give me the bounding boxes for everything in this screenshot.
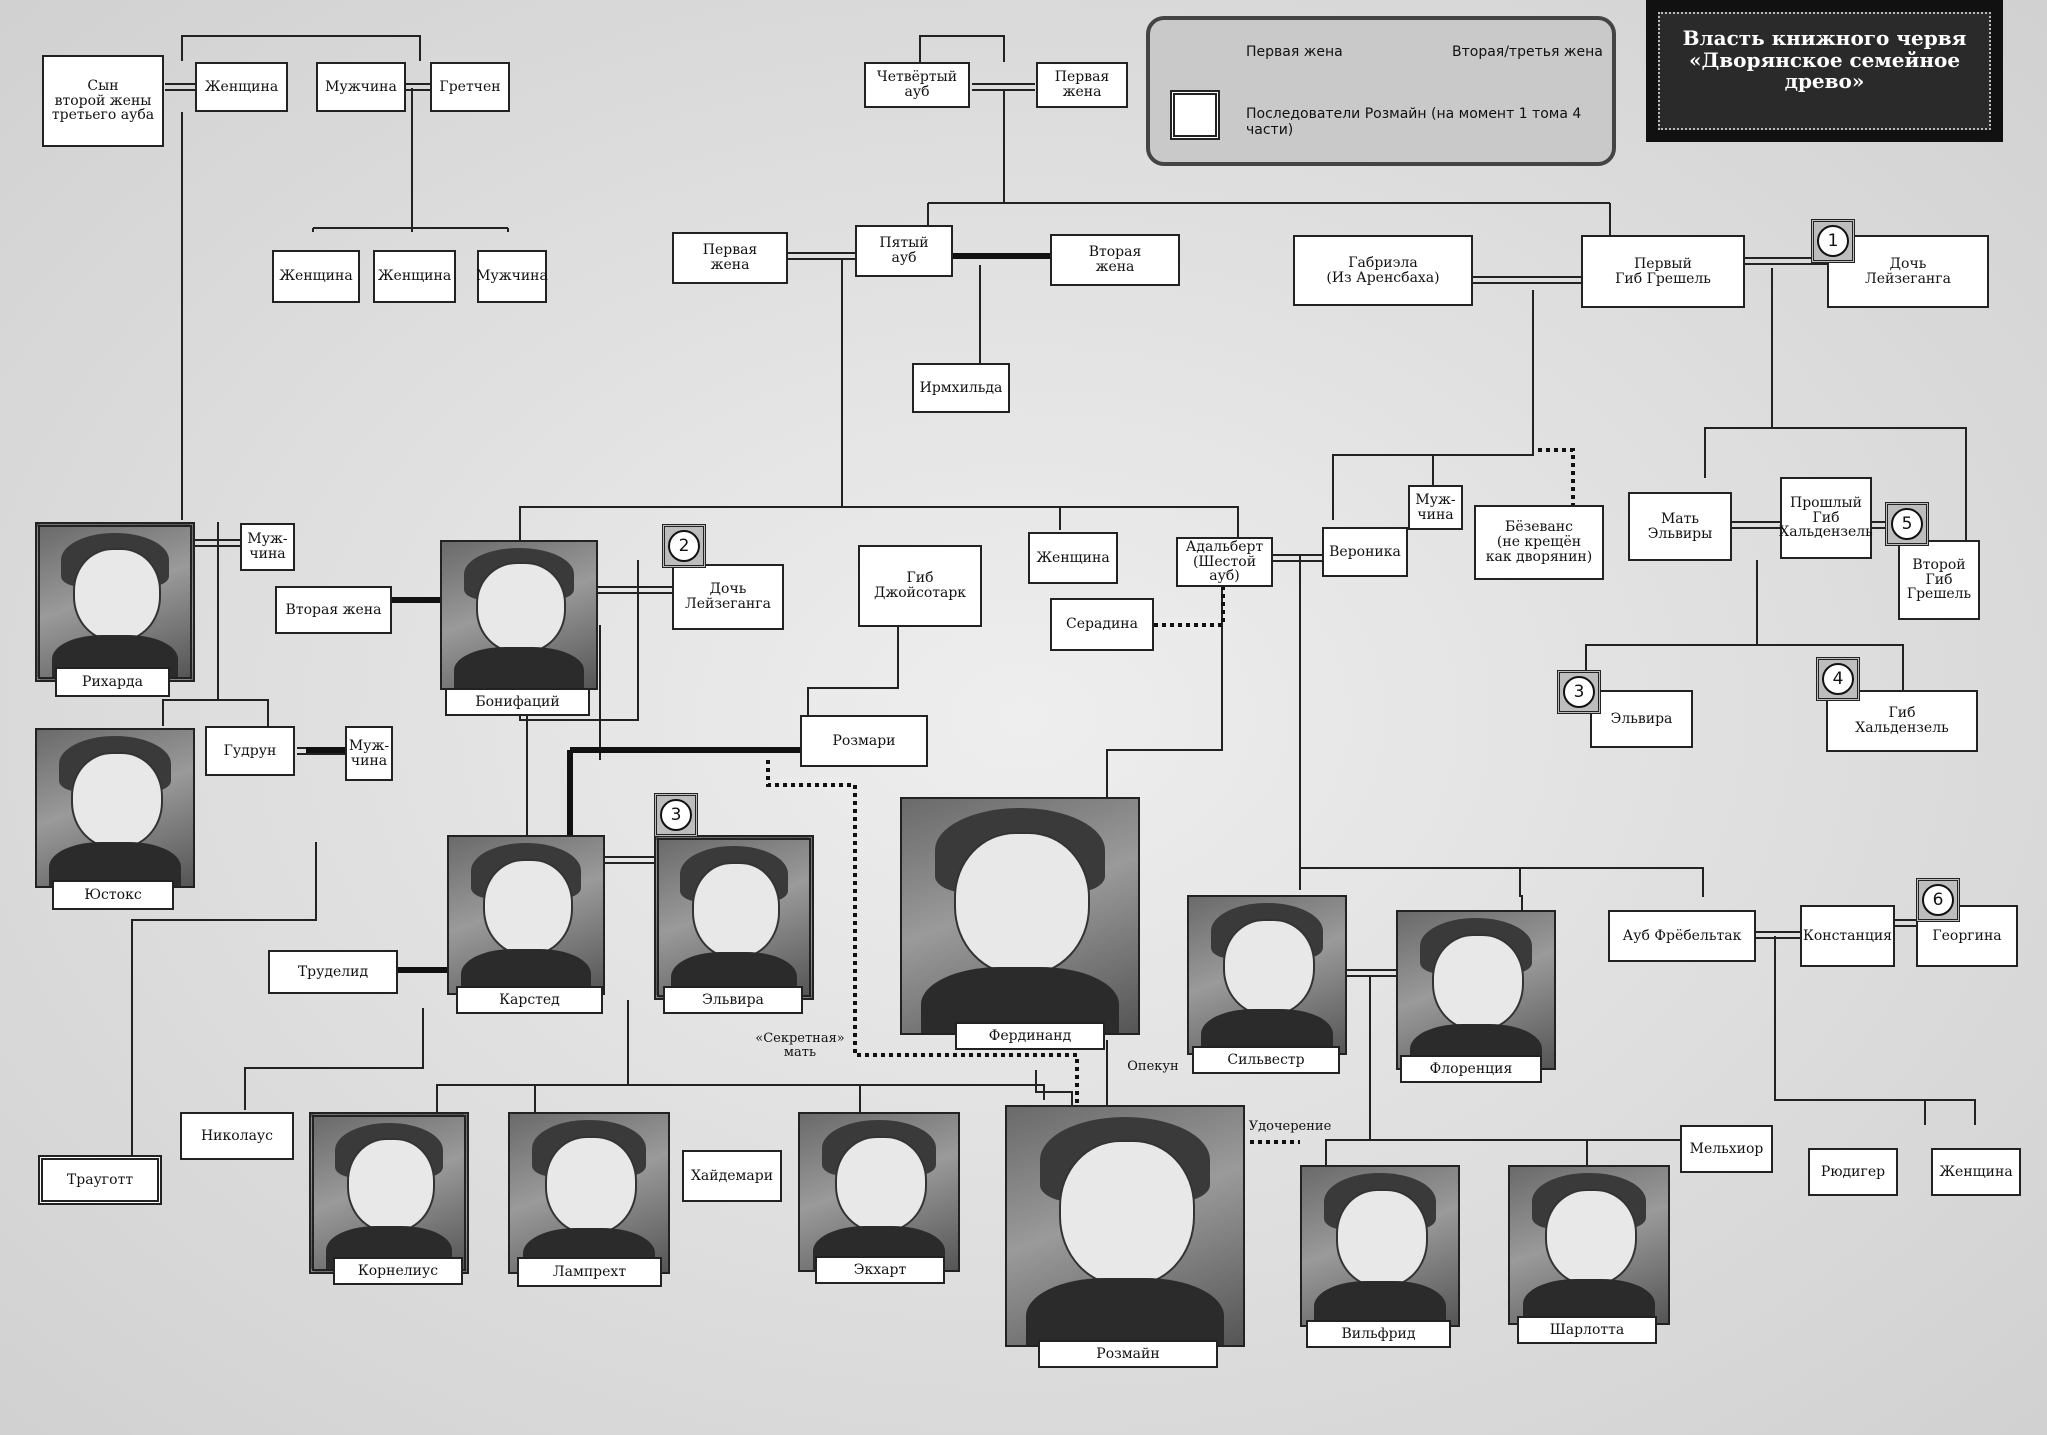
- person-elvira-mother: Мать Эльвиры: [1628, 492, 1732, 561]
- person-seradina: Серадина: [1050, 598, 1154, 651]
- caption-sylvester: Сильвестр: [1192, 1046, 1340, 1074]
- portrait-cornelius: [309, 1112, 469, 1274]
- portrait-wilfried: [1300, 1165, 1460, 1327]
- person-gudrun: Гудрун: [205, 726, 295, 776]
- person-constanze: Констанция: [1800, 905, 1895, 967]
- person-fifth-aub: Пятый ауб: [855, 225, 953, 277]
- person-woman-top1: Женщина: [195, 62, 288, 112]
- caption-richarda: Рихарда: [55, 667, 170, 697]
- person-melchior: Мельхиор: [1680, 1125, 1773, 1173]
- person-man-mid: Муж- чина: [1408, 485, 1463, 530]
- legend-followers: Последователи Розмайн (на момент 1 тома …: [1246, 106, 1582, 138]
- follower-number-icon: 3: [654, 793, 698, 837]
- portrait-karstedt: [447, 835, 605, 995]
- follower-number-icon: 3: [1557, 670, 1601, 714]
- person-nikolaus: Николаус: [180, 1112, 294, 1160]
- page-title: Власть книжного червя «Дворянское семейн…: [1682, 26, 1967, 94]
- person-woman-g1: Женщина: [272, 250, 360, 303]
- portrait-florencia: [1396, 910, 1556, 1070]
- caption-florencia: Флоренция: [1400, 1055, 1542, 1083]
- caption-eckhart: Экхарт: [815, 1256, 945, 1284]
- person-traugott: Трауготт: [38, 1155, 162, 1205]
- person-leisegang-daughter-2: Дочь Лейзеганга: [672, 564, 784, 630]
- person-man-rich: Муж- чина: [240, 523, 295, 571]
- person-heidemarie: Хайдемари: [682, 1150, 782, 1202]
- portrait-richarda: [35, 522, 195, 682]
- caption-lamprecht: Лампрехт: [517, 1257, 662, 1287]
- title-panel: Власть книжного червя «Дворянское семейн…: [1646, 0, 2003, 142]
- person-gib-joisontak: Гиб Джойсотарк: [858, 545, 982, 627]
- person-woman-mid: Женщина: [1028, 532, 1118, 584]
- caption-rozemyne: Розмайн: [1038, 1340, 1218, 1368]
- person-man-g3: Мужчина: [476, 250, 548, 303]
- legend-first-wife: Первая жена: [1246, 44, 1343, 60]
- person-woman-r: Женщина: [1931, 1148, 2021, 1196]
- person-bezewanst: Бёзеванс (не крещён как дворянин): [1474, 505, 1604, 580]
- caption-justus: Юстокс: [52, 880, 174, 910]
- person-aub-frenbeltag: Ауб Фрёбельтак: [1608, 910, 1756, 962]
- follower-number-icon: 6: [1916, 878, 1960, 922]
- person-past-gib-haldenzel: Прошлый Гиб Хальдензель: [1779, 477, 1873, 559]
- legend-follower-box: [1170, 90, 1220, 140]
- person-trudeliede: Труделид: [268, 950, 398, 994]
- portrait-justus: [35, 728, 195, 888]
- person-second-gib-groschel: Второй Гиб Грешель: [1898, 540, 1980, 620]
- person-irmhilde: Ирмхильда: [912, 363, 1010, 413]
- person-first-wife-4: Первая жена: [1036, 62, 1128, 108]
- note-secret-mother: «Секретная» мать: [755, 1031, 845, 1061]
- person-elvira-r: Эльвира: [1590, 690, 1693, 748]
- person-adalbert: Адальберт (Шестой ауб): [1176, 537, 1273, 587]
- follower-number-icon: 5: [1885, 502, 1929, 546]
- portrait-eckhart: [798, 1112, 960, 1272]
- person-rudiger: Рюдигер: [1808, 1148, 1898, 1196]
- person-first-gib-groschel: Первый Гиб Грешель: [1581, 235, 1745, 308]
- person-man-top1: Мужчина: [316, 62, 406, 112]
- portrait-sylvester: [1187, 895, 1347, 1055]
- caption-ferdinand: Фердинанд: [955, 1022, 1105, 1050]
- portrait-bonifatius: [440, 540, 598, 690]
- note-adoption: Удочерение: [1248, 1119, 1332, 1134]
- person-gib-haldenzel: Гиб Хальдензель: [1826, 690, 1978, 752]
- portrait-lamprecht: [508, 1112, 670, 1274]
- follower-number-icon: 2: [662, 524, 706, 568]
- caption-elvira: Эльвира: [663, 986, 803, 1014]
- note-guardian: Опекун: [1127, 1059, 1179, 1074]
- person-son-second-wife: Сын второй жены третьего ауба: [42, 55, 164, 147]
- legend-second-third-wife: Вторая/третья жена: [1452, 44, 1603, 60]
- person-fourth-aub: Четвёртый ауб: [864, 62, 970, 108]
- person-veronica: Вероника: [1322, 527, 1408, 577]
- caption-bonifatius: Бонифаций: [445, 688, 590, 716]
- follower-number-icon: 4: [1816, 657, 1860, 701]
- portrait-rozemyne: [1005, 1105, 1245, 1347]
- person-gretchen: Гретчен: [430, 62, 510, 112]
- person-man-g: Муж- чина: [345, 726, 393, 781]
- person-gabriele: Габриэла (Из Аренсбаха): [1293, 235, 1473, 306]
- person-second-wife-b: Вторая жена: [275, 586, 392, 634]
- person-woman-g2: Женщина: [373, 250, 456, 303]
- person-first-wife-5: Первая жена: [672, 232, 788, 284]
- follower-number-icon: 1: [1811, 219, 1855, 263]
- caption-karstedt: Карстед: [456, 986, 603, 1014]
- caption-cornelius: Корнелиус: [333, 1257, 463, 1285]
- legend: Первая жена Вторая/третья жена Последова…: [1146, 16, 1616, 166]
- caption-wilfried: Вильфрид: [1306, 1320, 1451, 1348]
- caption-charlotte: Шарлотта: [1517, 1316, 1657, 1344]
- portrait-elvira: [654, 835, 814, 1000]
- person-rozemary: Розмари: [800, 715, 928, 767]
- portrait-ferdinand: [900, 797, 1140, 1035]
- person-second-wife-5: Вторая жена: [1050, 234, 1180, 286]
- portrait-charlotte: [1508, 1165, 1670, 1325]
